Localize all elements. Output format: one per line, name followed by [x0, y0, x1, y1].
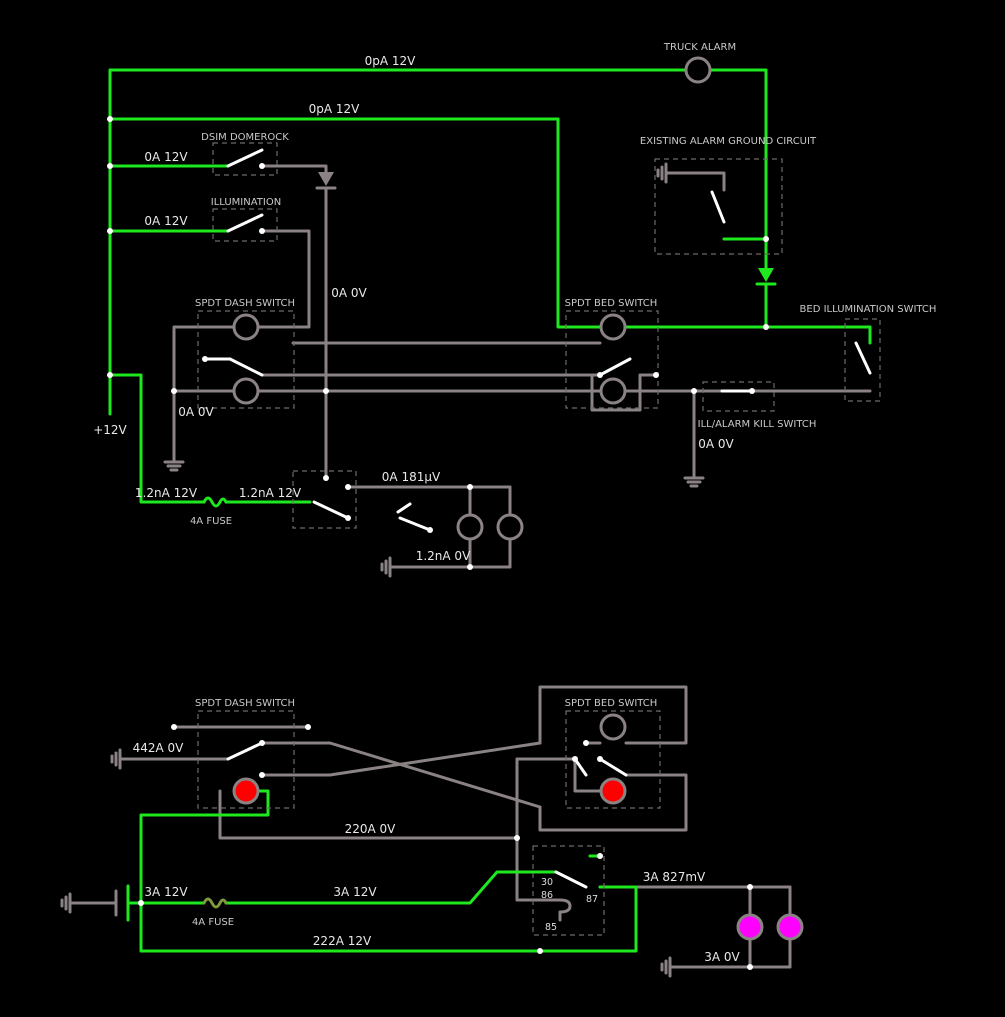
dead-wires-bottom	[68, 685, 792, 969]
led-magenta-left[interactable]	[736, 913, 764, 941]
wire-readout: 3A 12V	[333, 885, 377, 899]
bed-switch-upper-terminal[interactable]	[599, 313, 627, 341]
junction-dots-top	[107, 116, 769, 570]
relay-coil-icon	[558, 898, 572, 922]
ground-icon	[683, 476, 705, 488]
wire-readout: 1.2nA 12V	[239, 486, 302, 500]
truck-alarm-label: TRUCK ALARM	[663, 42, 736, 53]
supply-readout: +12V	[93, 423, 127, 437]
diode-icon	[755, 268, 777, 286]
ground-symbols-bottom	[60, 748, 672, 978]
ground-icon	[656, 162, 668, 184]
component-outlines-bottom	[197, 710, 661, 936]
wire-readout: 0A 0V	[331, 286, 367, 300]
wire-readout: 0pA 12V	[365, 54, 417, 68]
switch-levers-top[interactable]	[203, 148, 872, 532]
dash-switch-upper-terminal[interactable]	[232, 313, 260, 341]
fuse-icon	[202, 496, 228, 508]
bed-switch-led-red[interactable]	[599, 777, 627, 805]
ill-alarm-kill-switch-label: ILL/ALARM KILL SWITCH	[698, 419, 817, 430]
wire-readout: 0A 12V	[144, 150, 188, 164]
wire-readout: 0A 0V	[178, 405, 214, 419]
ground-icon	[163, 460, 185, 472]
bed-switch-terminal[interactable]	[599, 713, 627, 741]
relay-pin-85: 85	[545, 922, 557, 933]
relay-pin-86: 86	[541, 890, 553, 901]
ground-icon	[660, 956, 672, 978]
ground-symbols-top	[163, 162, 705, 578]
wire-readout: 1.2nA 0V	[416, 549, 471, 563]
fuse-label: 4A FUSE	[192, 917, 234, 928]
dash-switch-led-red[interactable]	[232, 777, 260, 805]
live-wires-top	[108, 68, 872, 504]
wire-readout: 0A 181µV	[382, 470, 441, 484]
spdt-dash-switch-label: SPDT DASH SWITCH	[195, 698, 295, 709]
dsim-domerock-label: DSIM DOMEROCK	[201, 132, 289, 143]
spdt-bed-switch-label: SPDT BED SWITCH	[565, 298, 658, 309]
battery-readout: 3A 12V	[144, 885, 188, 899]
diode-icon	[315, 172, 337, 190]
bed-illumination-switch-label: BED ILLUMINATION SWITCH	[800, 304, 937, 315]
wire-readout: 442A 0V	[133, 741, 185, 755]
dash-switch-lower-terminal[interactable]	[232, 377, 260, 405]
component-outlines-top	[197, 142, 881, 529]
spdt-dash-switch-label: SPDT DASH SWITCH	[195, 298, 295, 309]
ground-icon	[60, 892, 72, 914]
truck-alarm-lamp[interactable]	[684, 56, 712, 84]
wire-readout: 220A 0V	[345, 822, 397, 836]
junction-dots-bottom	[138, 724, 753, 970]
existing-alarm-ground-label: EXISTING ALARM GROUND CIRCUIT	[640, 136, 817, 147]
spdt-bed-switch-label: SPDT BED SWITCH	[565, 698, 658, 709]
lamp-right[interactable]	[496, 513, 524, 541]
ground-icon	[380, 556, 392, 578]
wire-readout: 0A 0V	[698, 437, 734, 451]
wire-readout: 1.2nA 12V	[135, 486, 198, 500]
lamp-left[interactable]	[456, 513, 484, 541]
switch-levers-bottom[interactable]	[226, 741, 628, 889]
relay-pin-30: 30	[541, 877, 553, 888]
ground-icon	[110, 748, 122, 770]
relay-pin-87: 87	[586, 894, 598, 905]
illumination-label: ILLUMINATION	[211, 197, 281, 208]
battery-icon	[114, 884, 130, 922]
fuse-icon	[202, 897, 228, 909]
wire-readout: 3A 0V	[704, 950, 740, 964]
bed-switch-lower-terminal[interactable]	[599, 377, 627, 405]
wire-readout: 0pA 12V	[309, 102, 361, 116]
fuse-label: 4A FUSE	[190, 516, 232, 527]
dead-wires-top	[172, 164, 872, 569]
led-magenta-right[interactable]	[776, 913, 804, 941]
live-wires-bottom	[128, 789, 638, 953]
wire-readout: 3A 827mV	[643, 870, 706, 884]
wire-readout: 0A 12V	[144, 214, 188, 228]
wire-readout: 222A 12V	[313, 934, 372, 948]
